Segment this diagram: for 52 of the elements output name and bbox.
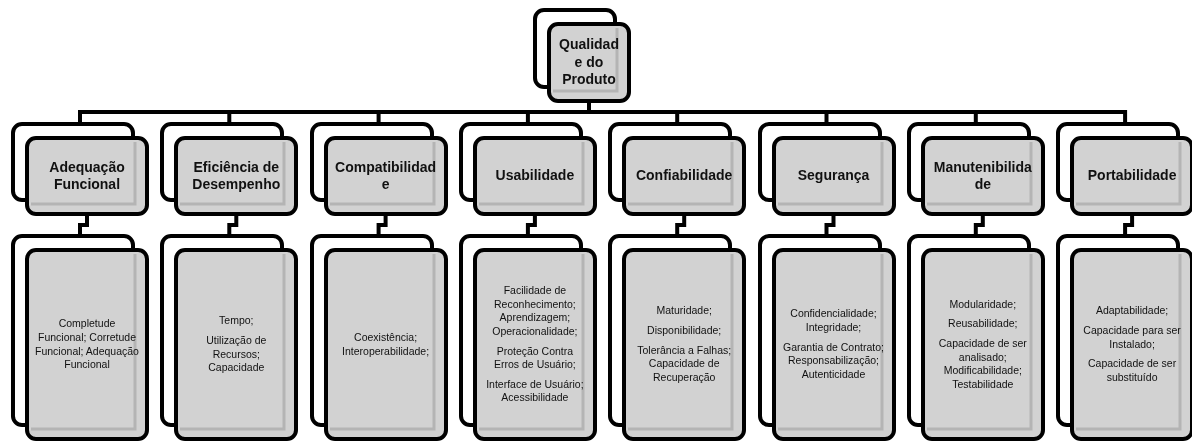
connector-line <box>675 216 687 234</box>
detail-text: Proteção Contra Erros de Usuário; <box>493 344 577 372</box>
connector-line <box>1123 216 1135 234</box>
detail-text: Adaptabilidade; <box>1095 304 1169 319</box>
detail-text: Reusabilidade; <box>948 317 1018 331</box>
connector-line <box>227 216 239 234</box>
detail-text: Disponibilidade; <box>647 324 722 338</box>
category-label: Compatibilidade <box>334 158 438 194</box>
category-label: Segurança <box>797 167 870 185</box>
category-label: Qualidade do Produto <box>558 36 620 89</box>
detail-text: Capacidade para ser Instalado; <box>1082 324 1182 352</box>
detail-text: Modularidade; <box>949 297 1017 312</box>
detail-text: Maturidade; <box>656 304 712 319</box>
detail-text: Interface de Usuário; Acessibilidade <box>485 377 585 406</box>
detail-card <box>11 234 149 441</box>
detail-text: Capacidade de ser substituído <box>1087 357 1178 385</box>
detail-text: Garantia de Contrato; Responsabilização; Autenticidade <box>782 340 885 382</box>
detail-text: Capacidade de ser analisado; Modificabilidade; Testabilidade <box>937 336 1028 392</box>
detail-text: Tolerância a Falhas; Capacidade de Recuperação <box>636 343 733 385</box>
category-label: Eficiência de Desempenho <box>191 158 282 194</box>
detail-card <box>458 234 597 441</box>
detail-text: Tempo; <box>219 314 254 328</box>
category-label: Adequação Funcional <box>48 158 126 194</box>
category-label: Usabilidade <box>495 167 575 185</box>
category-card <box>906 122 1045 216</box>
category-card <box>458 122 597 216</box>
detail-text: Utilização de Recursos; Capacidade <box>205 333 268 375</box>
detail-text: Facilidade de Reconhecimento; Aprendizagem; Operacionalidade; <box>491 283 579 339</box>
detail-card <box>160 234 299 441</box>
connector-line <box>525 216 537 234</box>
connector-line <box>824 216 836 234</box>
category-label: Manutenibilidade <box>932 158 1033 194</box>
category-card <box>11 122 149 216</box>
category-card <box>309 122 448 216</box>
category-card <box>608 122 747 216</box>
connector-line <box>973 216 985 234</box>
detail-card <box>1056 234 1192 441</box>
detail-text: Completude Funcional; Corretude Funcional; Adequação Funcional <box>35 317 139 372</box>
category-card <box>533 8 631 103</box>
category-card <box>757 122 896 216</box>
detail-card <box>906 234 1045 441</box>
category-card <box>160 122 299 216</box>
detail-card <box>757 234 896 441</box>
detail-text: Confidencialidade; Integridade; <box>789 307 878 335</box>
category-card <box>1056 122 1192 216</box>
connector-line <box>78 216 89 234</box>
detail-text: Coexistência; Interoperabilidade; <box>341 330 431 359</box>
category-label: Confiabilidade <box>635 167 733 185</box>
connector-line <box>376 216 388 234</box>
category-label: Portabilidade <box>1087 167 1177 185</box>
detail-card <box>309 234 448 441</box>
detail-card <box>608 234 747 441</box>
